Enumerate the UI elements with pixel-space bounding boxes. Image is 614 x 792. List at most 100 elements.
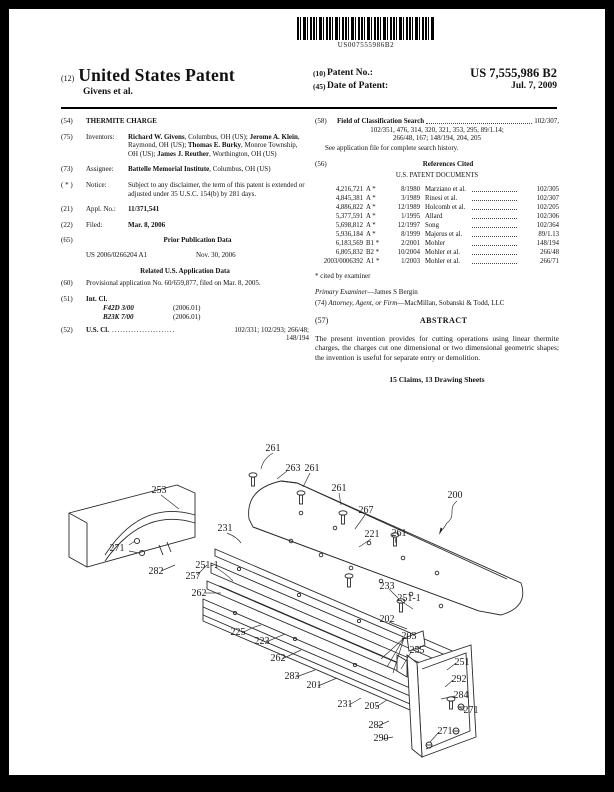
figure-label: 261 [305,463,320,474]
figure-label: 283 [285,671,300,682]
ref-name: Mohler et al. [425,248,460,256]
patent-front-page: US007555986B2 (12) United States Patent … [9,9,605,775]
ref-name: Mohler [425,239,446,247]
figure-label: 292 [452,674,467,685]
figure-label: 263 [286,463,301,474]
abstract-title: ABSTRACT [419,316,468,326]
intcl-code: B23K 7/00 [103,312,134,321]
ref-class: 266/71 [540,257,559,265]
page-title: United States Patent [78,65,235,85]
related-title: Related U.S. Application Data [140,266,230,275]
patent-figure: 261 263 261 261 267 221 261 200 253 271 … [9,441,605,775]
leader-lines [128,452,466,743]
date-kind: (45) [313,82,326,91]
ref-name: Majerus et al. [425,230,463,238]
ref-number: 5,377,591 [335,212,363,220]
refs-subtitle: U.S. PATENT DOCUMENTS [395,171,479,179]
figure-label: 262 [271,653,286,664]
ref-date: 12/1997 [397,221,420,229]
dot-leader [472,194,517,201]
appl-value: 11/371,541 [128,205,160,214]
patent-number: US 7,555,986 B2 [470,66,557,80]
end-plate-right [396,630,477,758]
intcl-num: (51) [61,294,73,303]
appl-label: Appl. No.: [86,205,116,214]
ref-date: 8/1980 [401,185,420,193]
examiner-line: Primary Examiner—James S Bergin [315,288,559,297]
ref-class: 266/48 [540,248,559,256]
ref-number: 4,845,381 [335,194,363,202]
figure-label: 251-1 [195,560,218,571]
end-plate-left [68,484,196,568]
ref-name: Rinesi et al. [425,194,458,202]
ref-number: 4,216,721 [335,185,363,193]
ref-date: 2/2001 [401,239,420,247]
prior-pub-number: US 2006/0266204 A1 [86,250,148,259]
figure-label: 261 [266,443,281,454]
figure-label: 257 [186,571,201,582]
examiner-name: —James S Bergin [367,288,418,297]
ref-date: 1/1995 [401,212,420,220]
intcl-label: Int. Cl. [86,294,108,303]
ref-number: 6,183,569 [335,239,363,247]
cited-by-examiner-note: * cited by examiner [315,271,371,280]
ref-kind: B1 * [366,239,380,247]
patent-date-row: (45) Date of Patent: Jul. 7, 2009 [313,80,557,93]
intcl-row: B23K 7/00 (2006.01) [103,313,309,322]
dot-leader [472,257,517,264]
notice-num: ( * ) [61,180,73,189]
related-num: (60) [61,279,73,288]
related-entry: (60) Provisional application No. 60/659,… [61,279,309,288]
figure-label: 255 [410,645,425,656]
inventor-loc: , Worthington, OH (US) [209,149,277,158]
dot-leader [426,117,533,124]
invention-title: THERMITE CHARGE [86,117,157,125]
figure-label: 231 [218,523,233,534]
figure-label: 225 [231,627,246,638]
prior-pub-date: Nov. 30, 2006 [196,250,236,259]
right-column: (58) Field of Classification Search 102/… [315,117,559,384]
field-label: Field of Classification Search [337,117,425,125]
left-column: (54) THERMITE CHARGE (75) Inventors: Ric… [61,117,309,343]
figure-label: 221 [365,529,380,540]
figure-label: 271 [110,543,125,554]
intcl-row: F42D 3/00 (2006.01) [103,304,309,313]
figure-label: 200 [448,490,463,501]
attorney-line: (74) Attorney, Agent, or Firm—MacMillan,… [315,299,559,308]
ref-class: 102/205 [536,203,559,211]
figure-label: 271 [438,726,453,737]
uscl-label: U.S. Cl. [86,325,109,334]
ref-name: Marziano et al. [425,185,466,193]
patent-number-row: (10) Patent No.: US 7,555,986 B2 [313,67,557,80]
intcl-version: (2006.01) [173,312,201,321]
inventors-label: Inventors: [86,132,115,141]
patent-date: Jul. 7, 2009 [511,81,557,91]
kind-code: (12) [61,74,75,83]
header-left: (12) United States Patent Givens et al. [61,65,311,97]
inventor-name: Richard W. Givens [128,132,185,141]
inventor-name: Jerome A. Klein [249,132,298,141]
prior-pub-entry: (65) Prior Publication Data [61,236,309,249]
inventors-num: (75) [61,132,73,141]
assignee-name: Battelle Memorial Institute [128,165,210,174]
dot-leader [472,248,517,255]
dot-leader [472,221,517,228]
field-num: (58) [315,117,327,125]
figure-label: 284 [454,690,469,701]
figure-label: 290 [374,733,389,744]
inventor-name: James J. Reuther [157,149,210,158]
title-entry: (54) THERMITE CHARGE [61,117,309,126]
inventor-loc: , Monroe Township, OH (US); [128,141,298,158]
ref-number: 5,936,184 [335,230,363,238]
ref-number: 6,805,832 [335,248,363,256]
ref-name: Holcomb et al. [425,203,466,211]
notice-entry: ( * ) Notice: Subject to any disclaimer,… [61,181,309,198]
ref-date: 1/2003 [401,257,420,265]
title-num: (54) [61,117,73,125]
field-entry: (58) Field of Classification Search 102/… [315,117,559,126]
assignee-loc: , Columbus, OH (US) [209,165,271,174]
notice-text: Subject to any disclaimer, the term of t… [128,180,305,198]
